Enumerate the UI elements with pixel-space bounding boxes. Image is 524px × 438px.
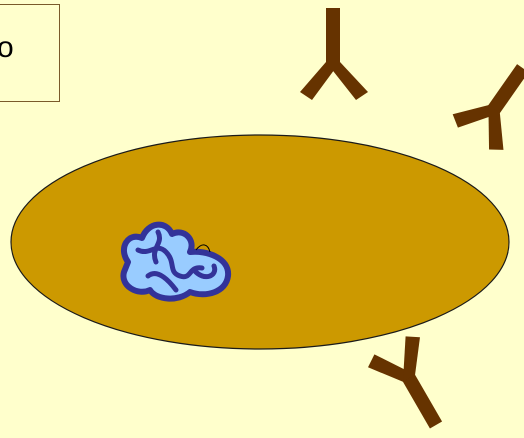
label-box-text: o (0, 31, 14, 64)
cell-body (11, 135, 509, 349)
label-box: o (0, 4, 60, 102)
